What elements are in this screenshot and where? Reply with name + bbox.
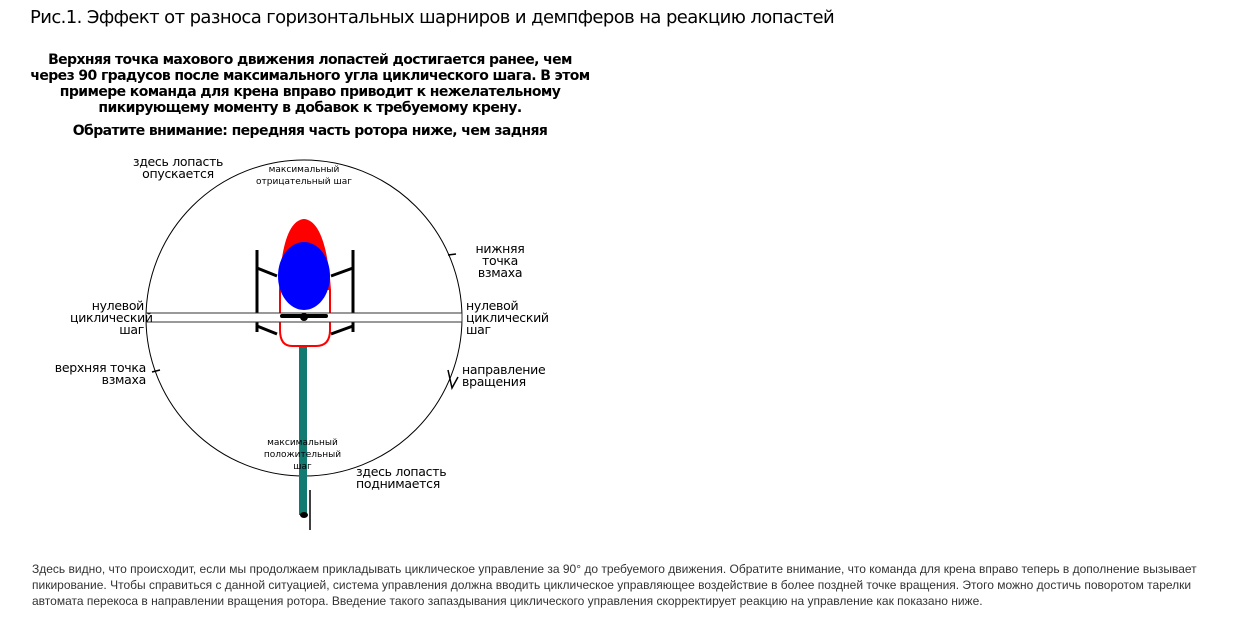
explanation-paragraph: Здесь видно, что происходит, если мы про… [32, 562, 1197, 608]
label-max-negative: максимальный отрицательный шаг [256, 165, 352, 187]
label-rotation: направление вращения [462, 362, 546, 389]
rotor-hub [300, 313, 308, 321]
label-blade-up: здесь лопасть поднимается [356, 464, 447, 491]
tail-hub [300, 512, 308, 518]
rotation-arrow-icon [447, 369, 459, 391]
figure-note: Обратите внимание: передняя часть ротора… [72, 123, 548, 139]
label-lower-flap: нижняя точка взмаха [475, 241, 525, 280]
label-max-positive: максимальный положительный шаг [263, 438, 342, 472]
cabin [278, 242, 330, 310]
label-zero-right: нулевой циклический шаг [466, 298, 549, 337]
label-blade-down: здесь лопасть опускается [132, 154, 224, 181]
label-zero-left: нулевой циклический шаг [70, 298, 153, 337]
tail-boom [299, 340, 307, 515]
figure-subtitle: Верхняя точка махового движения лопастей… [30, 52, 590, 116]
label-upper-flap: верхняя точка взмаха [54, 360, 147, 387]
